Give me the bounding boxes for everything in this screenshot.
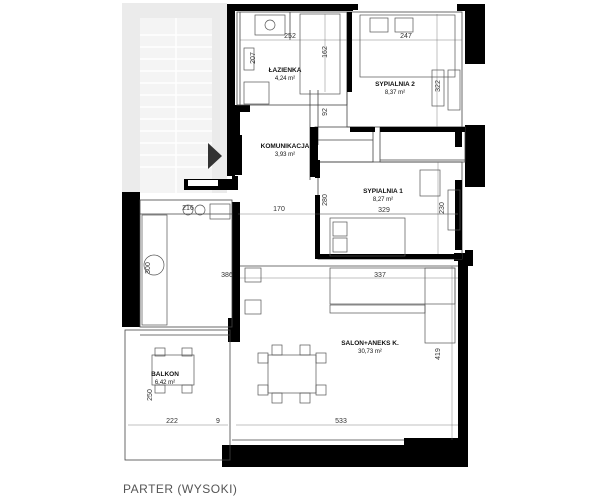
dim-252: 252: [284, 33, 296, 40]
dim-386: 386: [221, 272, 233, 279]
walls: [122, 4, 485, 467]
dim-337: 337: [374, 272, 386, 279]
room-name-lazienka: ŁAZIENKA: [269, 67, 302, 74]
room-name-sypialnia1: SYPIALNIA 1: [363, 188, 403, 195]
dim-230: 230: [439, 202, 446, 214]
room-labels: ŁAZIENKA 4,24 m² SYPIALNIA 2 8,37 m² KOM…: [151, 67, 415, 386]
entrance-arrow-icon: [208, 143, 222, 169]
room-area-sypialnia2: 8,37 m²: [385, 90, 405, 96]
room-name-sypialnia2: SYPIALNIA 2: [375, 81, 415, 88]
dim-322: 322: [435, 80, 442, 92]
dim-250: 250: [147, 389, 154, 401]
dim-300: 300: [145, 262, 152, 274]
partition-walls: [310, 12, 465, 259]
dim-247: 247: [400, 33, 412, 40]
dim-9: 9: [216, 418, 220, 425]
dim-222: 222: [166, 418, 178, 425]
dim-162: 162: [322, 46, 329, 58]
neighbor-staircase: [122, 3, 227, 193]
dim-216: 216: [182, 205, 194, 212]
room-area-salon: 30,73 m²: [358, 349, 382, 355]
dim-92: 92: [322, 108, 329, 116]
dimension-labels: 252 247 207 162 322 92 170 280 329 230 2…: [145, 33, 446, 425]
room-name-komunikacja: KOMUNIKACJA: [261, 143, 310, 150]
room-area-balkon: 6,42 m²: [155, 380, 175, 386]
dim-419: 419: [435, 348, 442, 360]
floor-level-label: PARTER (WYSOKI): [123, 482, 238, 496]
furniture: [141, 13, 461, 404]
dim-207: 207: [250, 52, 257, 64]
dim-280: 280: [322, 194, 329, 206]
room-name-balkon: BALKON: [151, 371, 179, 378]
dim-329: 329: [378, 207, 390, 214]
dimension-lines: [128, 14, 462, 440]
room-area-komunikacja: 3,93 m²: [275, 152, 295, 158]
room-name-salon: SALON+ANEKS K.: [341, 340, 399, 347]
room-area-sypialnia1: 8,27 m²: [373, 197, 393, 203]
room-area-lazienka: 4,24 m²: [275, 76, 295, 82]
dim-170: 170: [273, 206, 285, 213]
dim-533: 533: [335, 418, 347, 425]
